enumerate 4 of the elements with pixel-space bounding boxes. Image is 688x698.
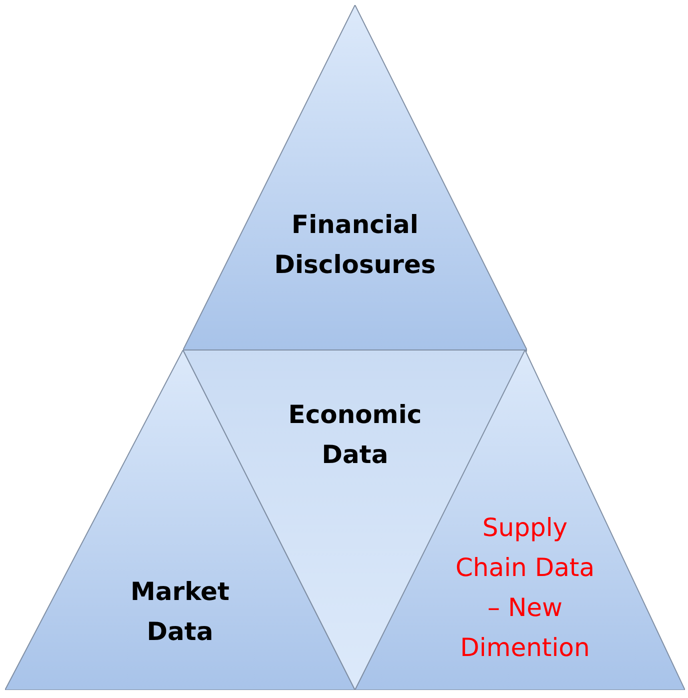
- node-label: Financial Disclosures: [274, 209, 436, 281]
- node-label: Economic Data: [287, 399, 423, 471]
- node-label: Market Data: [130, 576, 230, 648]
- node-label: Supply Chain Data – New Dimention: [454, 512, 596, 664]
